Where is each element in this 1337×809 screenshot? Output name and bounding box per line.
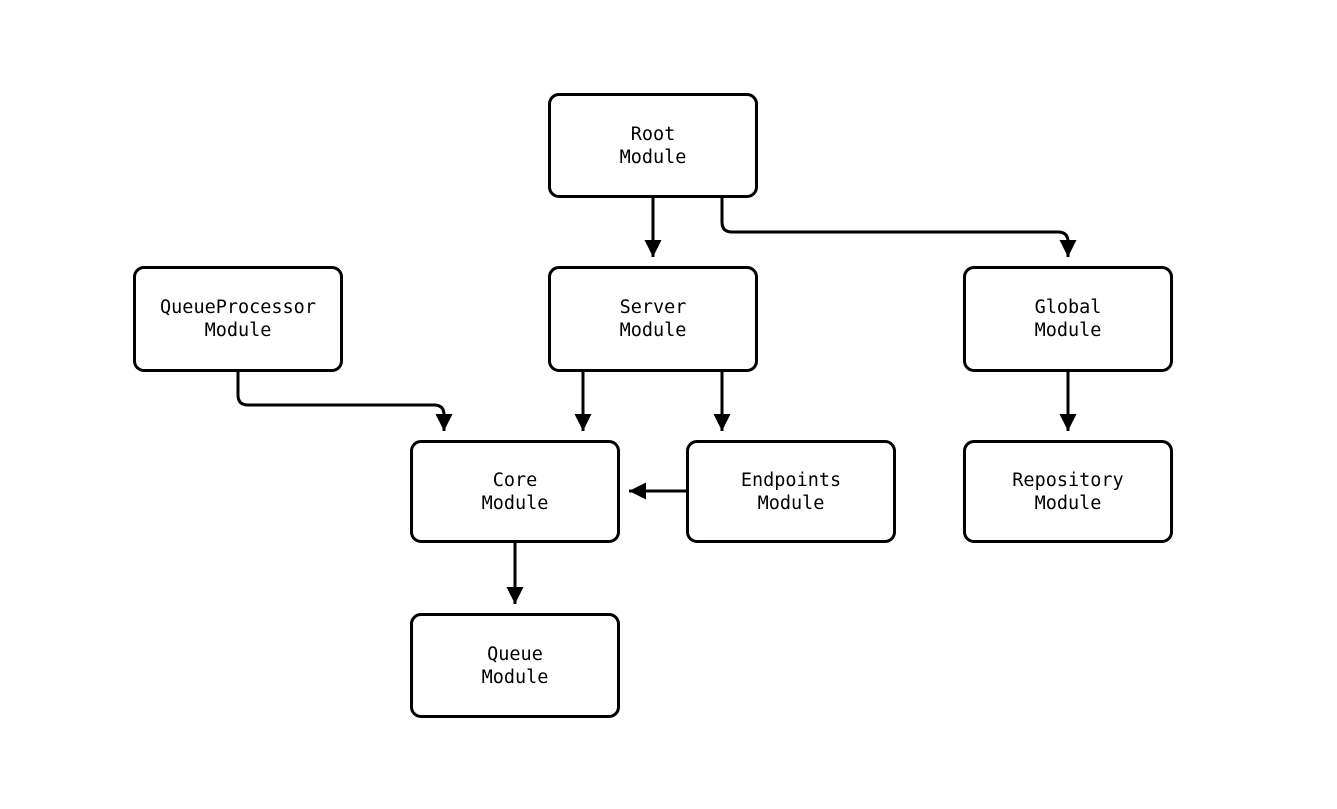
node-repository-module[interactable]: Repository Module — [963, 440, 1173, 543]
node-label-line1: Core — [492, 469, 538, 491]
node-label-line1: Global — [1034, 297, 1102, 318]
node-label-line1: Root — [630, 123, 676, 145]
node-label-line2: Module — [619, 320, 687, 341]
arrowhead-core-queue — [506, 587, 524, 604]
edge-root-global — [720, 198, 1070, 257]
edge-queueprocessor-core — [236, 372, 446, 431]
arrowhead-server-core — [574, 414, 592, 431]
node-label-line2: Module — [204, 320, 272, 341]
node-label-line2: Module — [757, 492, 825, 514]
node-label-line1: Queue — [487, 643, 543, 665]
arrowhead-root-global — [1059, 240, 1077, 257]
node-queueprocessor-module[interactable]: QueueProcessor Module — [133, 266, 343, 372]
node-core-module[interactable]: Core Module — [410, 440, 620, 543]
arrowhead-endpoints-core — [629, 482, 646, 500]
node-label-line1: Endpoints — [740, 469, 842, 491]
arrowhead-server-endpoints — [713, 414, 731, 431]
arrowhead-global-repository — [1059, 414, 1077, 431]
arrowhead-queueprocessor-core — [435, 414, 453, 431]
edge-group — [236, 198, 1077, 604]
node-label-line2: Module — [619, 146, 687, 168]
node-label-line1: Repository — [1012, 469, 1124, 491]
node-label-line1: Server — [619, 297, 687, 318]
node-endpoints-module[interactable]: Endpoints Module — [686, 440, 896, 543]
node-label-line1: QueueProcessor — [160, 297, 316, 318]
arrowhead-root-server — [644, 240, 662, 257]
node-label-line2: Module — [481, 492, 549, 514]
node-queue-module[interactable]: Queue Module — [410, 613, 620, 718]
node-root-module[interactable]: Root Module — [548, 93, 758, 198]
node-global-module[interactable]: Global Module — [963, 266, 1173, 372]
node-server-module[interactable]: Server Module — [548, 266, 758, 372]
node-label-line2: Module — [481, 666, 549, 688]
node-label-line2: Module — [1034, 320, 1102, 341]
node-label-line2: Module — [1034, 492, 1102, 514]
